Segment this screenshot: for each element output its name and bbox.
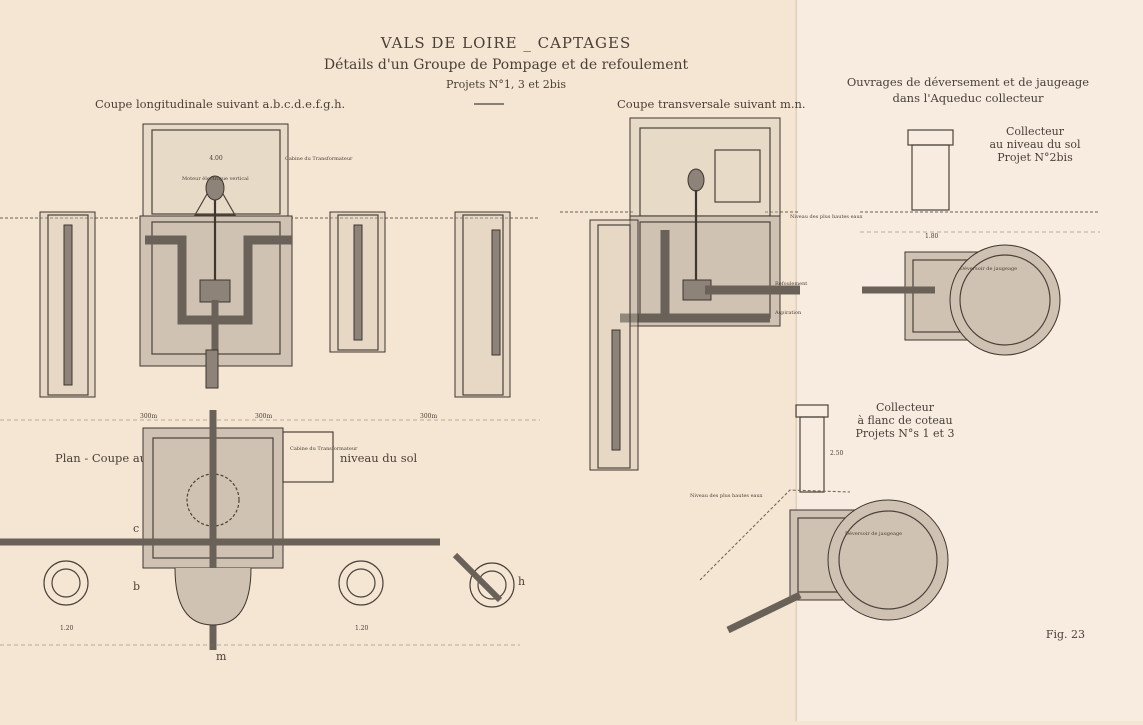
dim-300-b: 300m [255, 413, 272, 420]
collector-slope-3: Projets N°s 1 et 3 [856, 427, 955, 440]
wells-longitudinal [39, 211, 511, 398]
dim-2-50: 2.50 [830, 450, 844, 457]
collector-ground-2: au niveau du sol [989, 138, 1080, 151]
aspiration-label: Aspiration [774, 310, 802, 316]
pump-house-longitudinal: 4.00 Moteur électrique vertical Cabine d… [139, 123, 353, 380]
figure-label: Fig. 23 [1046, 628, 1085, 641]
dim-1-80: 1.80 [925, 233, 939, 240]
letter-c: c [133, 522, 139, 535]
dim-4-00: 4.00 [209, 155, 223, 162]
weir-label-2: Déversoir de jaugeage [845, 530, 902, 537]
ground-line-left [0, 211, 800, 219]
high-water-label: Niveau des plus hautes eaux [790, 214, 863, 220]
pump-house-transversal: Niveau des plus hautes eaux Refoulement … [589, 117, 863, 471]
weir-label-1: Déversoir de jaugeage [960, 265, 1017, 272]
discharge-label: Refoulement [775, 281, 807, 287]
plan-view: Cabine du Transformateur 1.20 1.20 b c h… [0, 410, 525, 663]
plan-transformer-label: Cabine du Transformateur [290, 446, 358, 452]
dim-1-20-b: 1.20 [355, 625, 369, 632]
dim-1-20-a: 1.20 [60, 625, 74, 632]
plan-title-right: niveau du sol [340, 451, 418, 465]
collector-slope-1: Collecteur [876, 401, 935, 414]
projects-label: Projets N°1, 3 et 2bis [446, 78, 566, 91]
title: VALS DE LOIRE _ CAPTAGES [380, 34, 632, 52]
transformer-label: Cabine du Transformateur [285, 156, 353, 162]
overflow-ground-level: 1.80 Déversoir de jaugeage [860, 129, 1100, 356]
dim-300-c: 300m [420, 413, 437, 420]
motor-label: Moteur électrique vertical [182, 175, 249, 182]
overflow-hillside: Niveau des plus hautes eaux Déversoir de… [690, 404, 949, 634]
overflow-title-2: dans l'Aqueduc collecteur [892, 91, 1044, 105]
longitudinal-section-title: Coupe longitudinale suivant a.b.c.d.e.f.… [95, 97, 345, 111]
letter-b: b [133, 580, 140, 593]
collector-slope-2: à flanc de coteau [857, 414, 952, 427]
dim-300-a: 300m [140, 413, 157, 420]
collector-ground-1: Collecteur [1006, 125, 1065, 138]
transversal-section-title: Coupe transversale suivant m.n. [617, 97, 806, 111]
letter-m: m [216, 650, 227, 663]
collector-ground-3: Projet N°2bis [997, 151, 1073, 164]
overflow-title-1: Ouvrages de déversement et de jaugeage [847, 75, 1089, 89]
plan-title-left: Plan - Coupe au [55, 451, 147, 465]
letter-h: h [518, 575, 525, 588]
subtitle: Détails d'un Groupe de Pompage et de ref… [324, 57, 689, 73]
high-water-label-2: Niveau des plus hautes eaux [690, 493, 763, 499]
